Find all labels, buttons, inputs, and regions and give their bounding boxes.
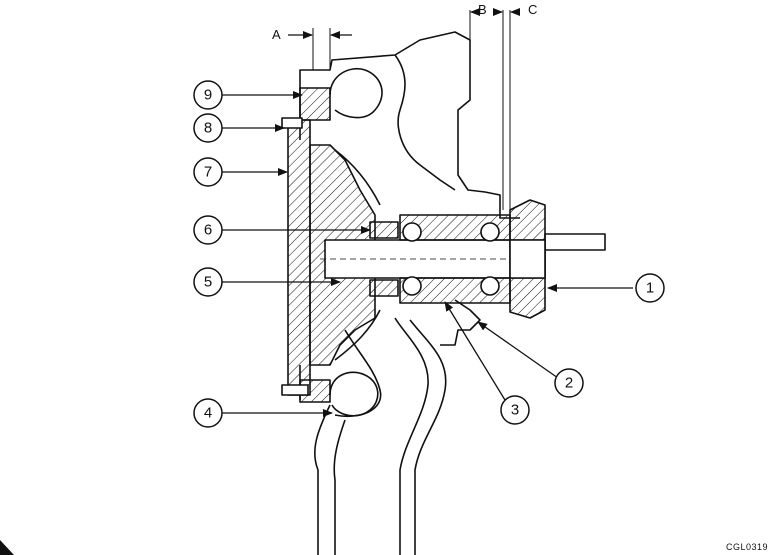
shaft-stub (544, 233, 606, 251)
callout-5: 5 (193, 267, 223, 297)
callout-label-1: 1 (646, 280, 654, 297)
corner-mark (0, 540, 14, 555)
impeller-vane-upper (334, 149, 381, 206)
housing-outline (299, 31, 520, 219)
callout-label-4: 4 (204, 405, 212, 422)
dimension-markers: A B C (272, 2, 537, 42)
outlet-pipe-left (314, 404, 331, 555)
cover-plate (287, 119, 311, 396)
bolt-bottom (281, 384, 309, 396)
callout-label-6: 6 (204, 222, 212, 239)
callout-8: 8 (193, 113, 223, 143)
callout-1: 1 (635, 273, 665, 303)
bearing-ball-rear-bottom (480, 276, 500, 296)
seal-lower (369, 279, 399, 297)
callout-3: 3 (500, 395, 530, 425)
callouts: 9 8 7 6 5 4 1 2 (193, 80, 665, 428)
figure-code: CGL0319 (726, 542, 768, 552)
volute-rear-wall (394, 54, 456, 191)
seal-upper (369, 221, 399, 239)
hub-nut (509, 239, 546, 279)
volute-cavity-lower (329, 371, 379, 417)
bolt-top (281, 117, 303, 129)
bearing-ball-front-bottom (402, 276, 422, 296)
outlet-pipe-right-inner (394, 317, 429, 555)
volute-cavity-upper (329, 68, 383, 119)
callout-label-7: 7 (204, 164, 212, 181)
bearing-ball-front-top (402, 222, 422, 242)
outlet-pipe-right (409, 319, 447, 555)
callout-label-2: 2 (565, 375, 573, 392)
pump-drawing (281, 10, 606, 555)
callout-9: 9 (193, 80, 223, 110)
callout-2: 2 (554, 368, 584, 398)
dimension-label-c: C (528, 2, 537, 17)
bearing-ball-rear-top (480, 222, 500, 242)
callout-label-3: 3 (511, 402, 519, 419)
leader-line-3 (444, 301, 506, 401)
callout-7: 7 (193, 157, 223, 187)
callout-4: 4 (193, 398, 223, 428)
callout-label-9: 9 (204, 87, 212, 104)
leader-line-2 (477, 321, 559, 379)
callout-label-5: 5 (204, 274, 212, 291)
impeller-vane-lower (334, 309, 381, 361)
dimension-label-b: B (478, 2, 487, 17)
lower-flange (440, 299, 481, 346)
callout-6: 6 (193, 215, 223, 245)
outlet-pipe-left-inner (333, 419, 346, 555)
cover-plate-flange-top (299, 87, 331, 121)
dimension-label-a: A (272, 27, 281, 42)
callout-label-8: 8 (204, 120, 212, 137)
leader-lines (222, 91, 633, 417)
